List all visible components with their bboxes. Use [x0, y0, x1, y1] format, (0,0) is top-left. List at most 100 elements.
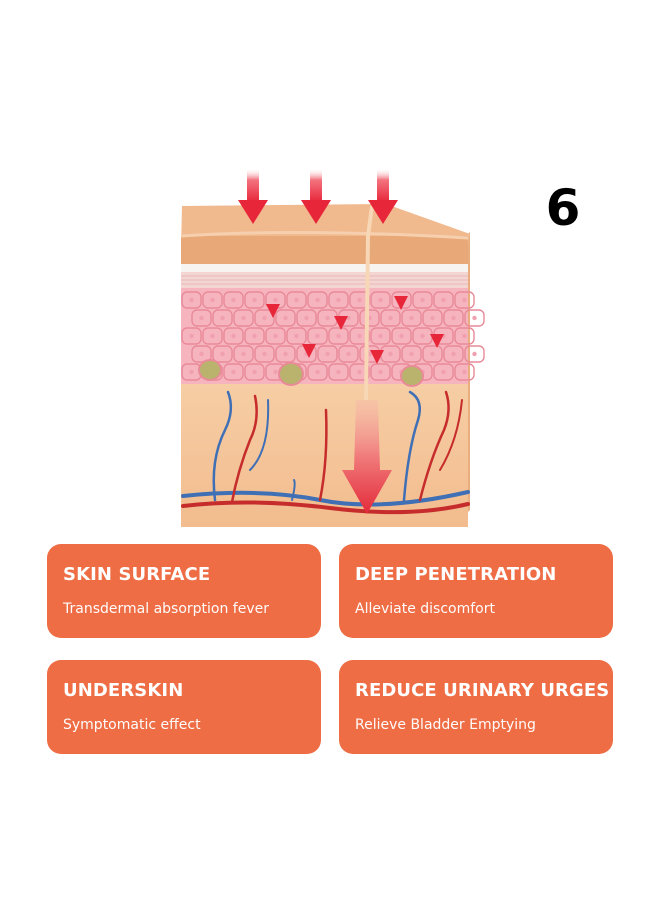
- skin-cell: [454, 363, 475, 381]
- skin-cell: [401, 345, 422, 363]
- penetration-arrow-icon: [342, 400, 392, 514]
- skin-cell: [328, 327, 349, 345]
- cell-nucleus: [283, 315, 288, 321]
- cell-nucleus: [315, 333, 320, 339]
- cell-nucleus: [388, 315, 393, 321]
- skin-cell: [275, 345, 296, 363]
- card-subtitle: Transdermal absorption fever: [63, 601, 269, 617]
- page-number: 6: [545, 179, 581, 237]
- hair-shaft: [364, 205, 374, 401]
- skin-cell: [244, 291, 265, 309]
- skin-cell: [191, 309, 212, 327]
- cell-nucleus: [189, 369, 194, 375]
- skin-cell: [223, 327, 244, 345]
- small-arrow-icons: [266, 296, 444, 364]
- info-card-skin-surface: SKIN SURFACE Transdermal absorption feve…: [47, 544, 321, 638]
- card-title: SKIN SURFACE: [63, 564, 211, 585]
- skin-cell: [380, 309, 401, 327]
- cell-nucleus: [262, 315, 267, 321]
- skin-cell: [443, 309, 464, 327]
- skin-cell: [422, 309, 443, 327]
- skin-surface-front: [181, 236, 468, 264]
- follicle: [400, 365, 424, 387]
- card-subtitle: Alleviate discomfort: [355, 601, 495, 617]
- cell-nucleus: [199, 351, 204, 357]
- cell-nucleus: [357, 297, 362, 303]
- cell-nucleus: [273, 369, 278, 375]
- skin-cell: [328, 291, 349, 309]
- card-subtitle: Relieve Bladder Emptying: [355, 717, 536, 733]
- skin-cell: [433, 291, 454, 309]
- cell-nucleus: [472, 315, 477, 321]
- follicle: [198, 359, 222, 381]
- cell-nucleus: [252, 297, 257, 303]
- cell-nucleus: [210, 333, 215, 339]
- skin-cell: [422, 345, 443, 363]
- cell-nucleus: [378, 297, 383, 303]
- cell-nucleus: [388, 351, 393, 357]
- info-card-deep-penetration: DEEP PENETRATION Alleviate discomfort: [339, 544, 613, 638]
- cell-nucleus: [462, 333, 467, 339]
- cell-nucleus: [336, 297, 341, 303]
- cell-nucleus: [378, 369, 383, 375]
- follicle: [278, 362, 304, 386]
- cell-nucleus: [472, 351, 477, 357]
- skin-cell: [223, 363, 244, 381]
- skin-cell: [202, 327, 223, 345]
- cell-nucleus: [220, 315, 225, 321]
- cell-nucleus: [220, 351, 225, 357]
- cell-nucleus: [241, 315, 246, 321]
- skin-cell: [265, 327, 286, 345]
- skin-cell: [401, 309, 422, 327]
- cell-nucleus: [241, 351, 246, 357]
- skin-cell: [202, 291, 223, 309]
- info-card-reduce-urinary-urges: REDUCE URINARY URGES Relieve Bladder Emp…: [339, 660, 613, 754]
- cell-nucleus: [325, 315, 330, 321]
- cell-nucleus: [262, 351, 267, 357]
- skin-cell: [254, 309, 275, 327]
- skin-cell: [244, 327, 265, 345]
- cell-nucleus: [409, 351, 414, 357]
- skin-cell: [233, 345, 254, 363]
- skin-cell: [349, 327, 370, 345]
- cell-nucleus: [420, 333, 425, 339]
- blood-vessels: [181, 390, 470, 515]
- cell-nucleus: [231, 333, 236, 339]
- cell-nucleus: [346, 351, 351, 357]
- cell-nucleus: [441, 297, 446, 303]
- skin-cell: [223, 291, 244, 309]
- card-title: DEEP PENETRATION: [355, 564, 557, 585]
- skin-cell: [212, 309, 233, 327]
- cell-nucleus: [252, 333, 257, 339]
- skin-cell: [307, 327, 328, 345]
- cell-nucleus: [336, 369, 341, 375]
- down-arrow-icon: [301, 168, 331, 224]
- skin-cell: [328, 363, 349, 381]
- cell-nucleus: [189, 297, 194, 303]
- skin-cell: [307, 291, 328, 309]
- cell-nucleus: [294, 333, 299, 339]
- epidermis-cell-layer: [181, 286, 468, 384]
- skin-cell: [338, 345, 359, 363]
- skin-cell: [296, 309, 317, 327]
- skin-cell: [412, 291, 433, 309]
- skin-cross-section-illustration: [180, 168, 485, 527]
- down-arrow-icon: [368, 168, 398, 224]
- skin-cell: [454, 327, 475, 345]
- skin-cell: [349, 363, 370, 381]
- skin-cell: [464, 345, 485, 363]
- card-title: REDUCE URINARY URGES: [355, 680, 610, 701]
- cell-nucleus: [430, 315, 435, 321]
- cell-nucleus: [399, 333, 404, 339]
- skin-cell: [370, 363, 391, 381]
- cell-nucleus: [210, 297, 215, 303]
- skin-cell: [370, 291, 391, 309]
- cell-nucleus: [273, 297, 278, 303]
- info-card-underskin: UNDERSKIN Symptomatic effect: [47, 660, 321, 754]
- down-arrow-icon: [238, 168, 268, 224]
- card-subtitle: Symptomatic effect: [63, 717, 201, 733]
- skin-cell: [254, 345, 275, 363]
- skin-cell: [286, 327, 307, 345]
- cell-nucleus: [231, 369, 236, 375]
- cell-nucleus: [462, 369, 467, 375]
